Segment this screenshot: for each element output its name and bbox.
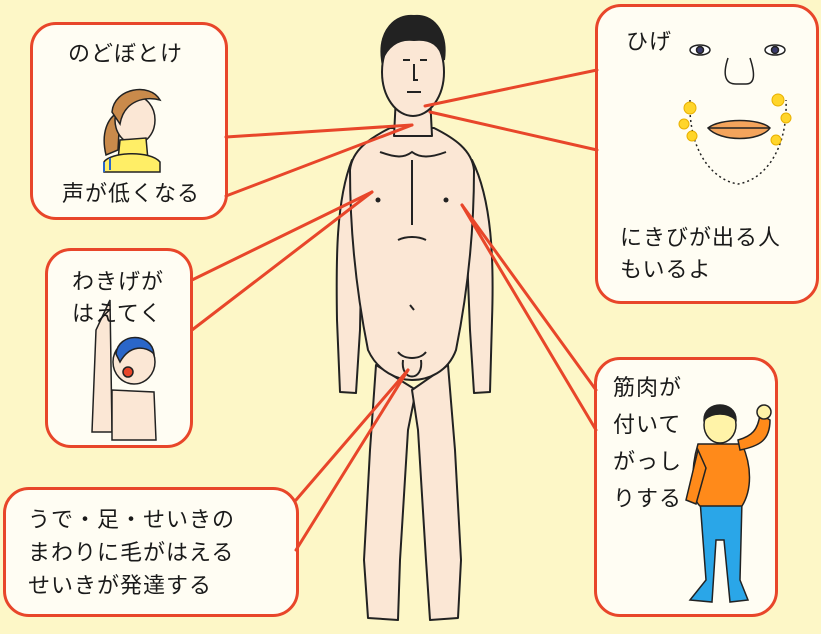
muscle-label-line4: りする <box>613 487 683 512</box>
muscle-label-line3: がっし <box>613 450 683 475</box>
body-hair-label-line2: まわりに毛がはえる <box>28 541 235 566</box>
body-figure <box>335 27 494 621</box>
pointer-lines <box>190 68 599 552</box>
beard-face-illustration <box>689 44 787 185</box>
acne-label-line1: にきびが出る人 <box>620 226 782 251</box>
throat-label: のどぼとけ <box>68 42 184 67</box>
armpit-label-line1: わきげが <box>72 270 165 295</box>
body-hair-label-line3: せいきが発達する <box>28 574 213 599</box>
armpit-label-line2: はえてく <box>72 302 163 327</box>
body-hair-label-line1: うで・足・せいきの <box>28 508 236 533</box>
muscle-man-illustration <box>685 404 772 603</box>
acne-dots <box>678 93 792 146</box>
armpit-boy-illustration <box>91 299 157 441</box>
muscle-label-line1: 筋肉が <box>613 376 683 401</box>
hair-shape <box>380 14 446 64</box>
body-hair-bubble <box>3 487 299 617</box>
throat-boy-illustration <box>103 88 162 173</box>
acne-label-line2: もいるよ <box>620 258 712 283</box>
voice-label: 声が低くなる <box>62 182 201 207</box>
beard-label: ひげ <box>626 30 673 55</box>
muscle-label-line2: 付いて <box>613 413 682 438</box>
